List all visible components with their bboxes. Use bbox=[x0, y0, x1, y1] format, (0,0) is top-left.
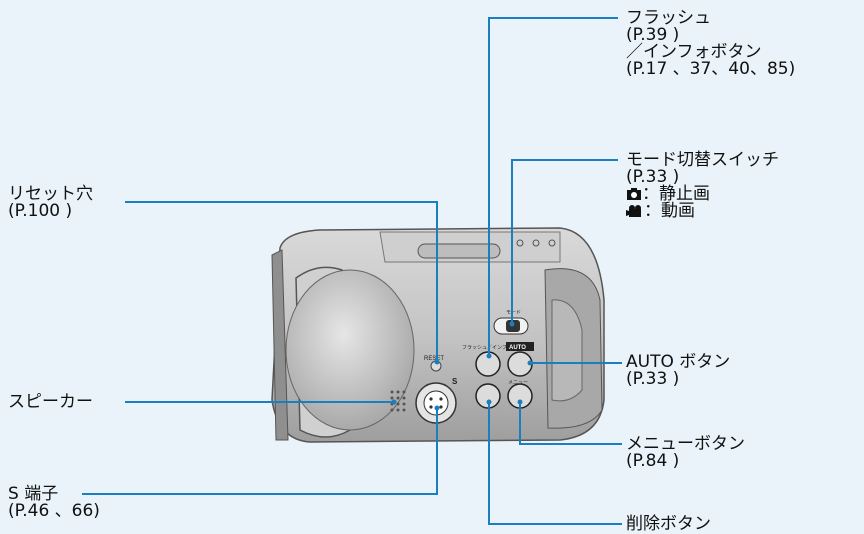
menu-label-page: (P.84 ) bbox=[626, 451, 680, 471]
mode-label-still-row: ：静止画 bbox=[626, 186, 779, 203]
speaker-label: スピーカー bbox=[8, 394, 93, 411]
flash-label-page: (P.39 ) bbox=[626, 25, 680, 45]
mode-label-still: ：静止画 bbox=[642, 184, 710, 204]
mode-label-video: ：動画 bbox=[644, 201, 695, 221]
flash-label-name: フラッシュ bbox=[626, 8, 711, 28]
auto-mark: AUTO bbox=[509, 345, 526, 351]
s-mark: S bbox=[452, 377, 458, 386]
menu-leader-line bbox=[519, 402, 622, 445]
reset-leader-line bbox=[125, 201, 438, 362]
auto-label: AUTO ボタン (P.33 ) bbox=[626, 354, 730, 388]
reset-label-page: (P.100 ) bbox=[8, 201, 73, 221]
flash-leader-line bbox=[488, 17, 618, 356]
s-terminal-leader-line bbox=[82, 408, 438, 495]
reset-mark: RESET bbox=[424, 356, 444, 362]
auto-label-page: (P.33 ) bbox=[626, 369, 680, 389]
mode-label: モード切替スイッチ (P.33 ) ：静止画 ：動画 bbox=[626, 152, 779, 220]
speaker-grille bbox=[390, 390, 406, 412]
delete-label: 削除ボタン bbox=[626, 516, 711, 533]
mode-leader-line bbox=[511, 159, 618, 324]
flash-label: フラッシュ (P.39 ) ／インフォボタン (P.17 、37、40、85) bbox=[626, 10, 795, 78]
flash-label-name2: ／インフォボタン bbox=[626, 42, 762, 62]
mode-label-video-row: ：動画 bbox=[626, 203, 779, 220]
speaker-label-name: スピーカー bbox=[8, 392, 93, 412]
delete-label-name: 削除ボタン bbox=[626, 514, 711, 534]
reset-label-name: リセット穴 bbox=[8, 184, 93, 204]
menu-mark: メニュー bbox=[508, 380, 528, 386]
menu-label-name: メニューボタン bbox=[626, 434, 745, 454]
video-camera-icon bbox=[626, 205, 641, 217]
mode-label-page: (P.33 ) bbox=[626, 167, 680, 187]
reset-label: リセット穴 (P.100 ) bbox=[8, 186, 93, 220]
mode-label-name: モード切替スイッチ bbox=[626, 150, 779, 170]
flash-info-mark: フラッシュ／インフォ bbox=[462, 345, 512, 351]
menu-label: メニューボタン (P.84 ) bbox=[626, 436, 745, 470]
auto-label-name: AUTO ボタン bbox=[626, 352, 731, 372]
lens-area bbox=[285, 269, 415, 431]
s-terminal-label-name: S 端子 bbox=[8, 484, 59, 504]
camera-icon bbox=[627, 188, 641, 200]
s-terminal-label-page: (P.46 、66) bbox=[8, 501, 100, 521]
s-terminal-label: S 端子 (P.46 、66) bbox=[8, 486, 100, 520]
mode-mark: モード bbox=[506, 310, 521, 316]
flash-label-page2: (P.17 、37、40、85) bbox=[626, 59, 796, 79]
delete-leader-line bbox=[488, 402, 622, 525]
